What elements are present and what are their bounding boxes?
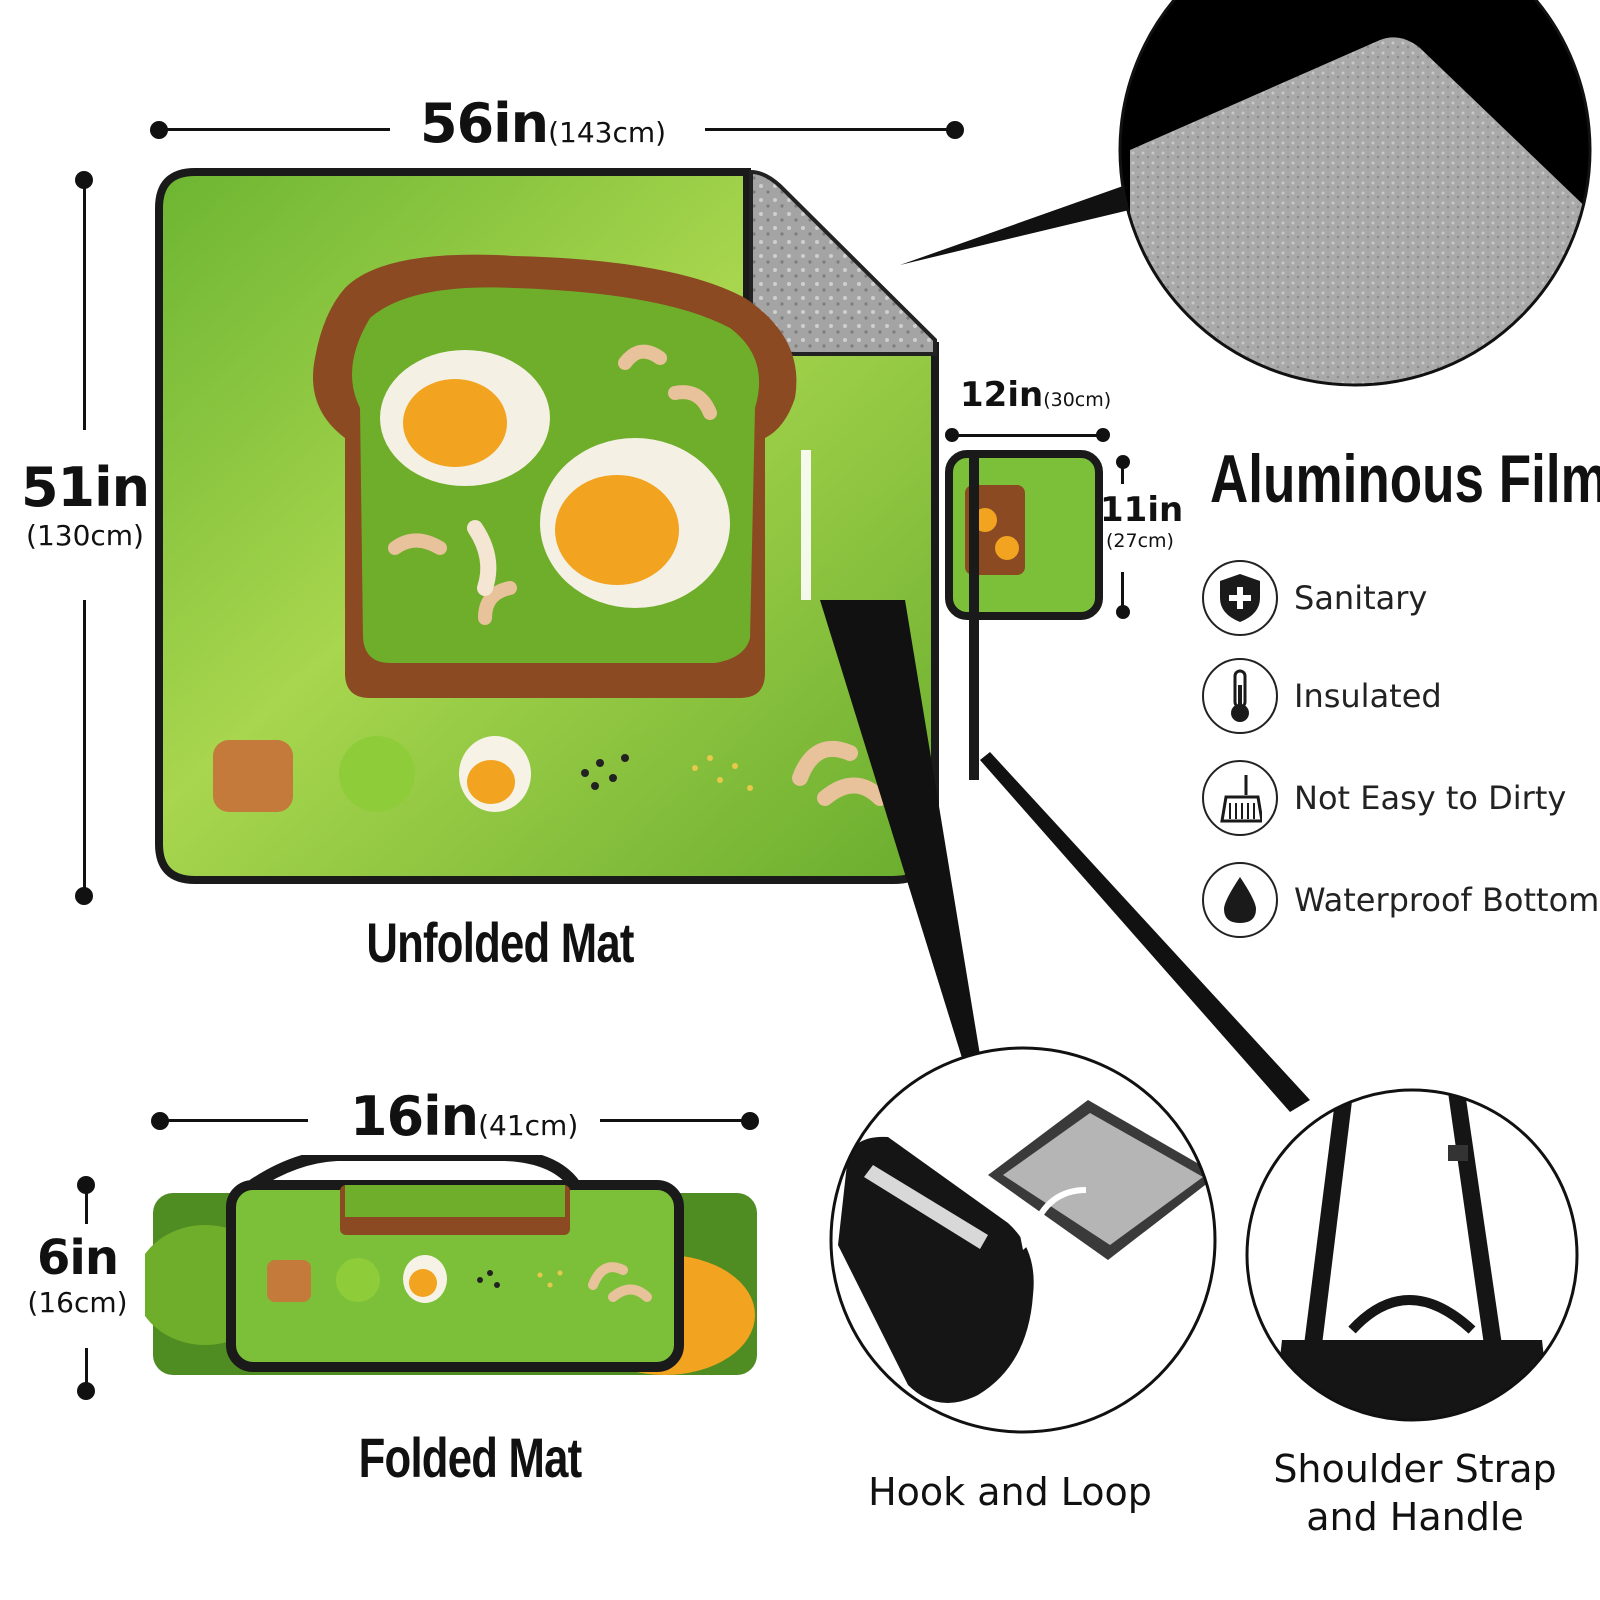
folded-height-end-dot: [77, 1382, 95, 1400]
aluminum-film-zoom: [900, 0, 1592, 387]
feature-label: Waterproof Bottom: [1294, 881, 1600, 919]
folded-width-line-right: [600, 1119, 750, 1122]
pocket-height-label: 11in (27cm): [1100, 490, 1184, 552]
height-dim-label: 51in (130cm): [0, 456, 170, 552]
toast-illustration: [313, 254, 797, 698]
folded-height-line-top: [85, 1184, 88, 1224]
folded-height-line-bottom: [85, 1348, 88, 1388]
broom-icon: [1202, 760, 1278, 836]
feature-label: Insulated: [1294, 677, 1442, 715]
folded-mat: [145, 1155, 757, 1375]
folded-height-in-text: 6in: [36, 1230, 119, 1286]
feature-not-easy-to-dirty: Not Easy to Dirty: [1202, 760, 1566, 836]
width-dim-line-right: [705, 128, 955, 131]
pocket-height-line-bottom: [1121, 572, 1124, 610]
folded-height-label: 6in (16cm): [0, 1230, 155, 1319]
width-dim-label: 56in(143cm): [420, 92, 666, 155]
features-title: Aluminous Film: [1210, 441, 1600, 517]
shield-plus-icon: [1202, 560, 1278, 636]
shoulder-strap-caption-line2: and Handle: [1306, 1495, 1524, 1539]
pocket-height-line-top: [1121, 462, 1124, 484]
pocket-height-cm-text: (27cm): [1106, 530, 1174, 552]
pocket-width-end-dot: [1096, 428, 1110, 442]
shoulder-strap-zoom: [1245, 1088, 1579, 1422]
feature-waterproof-bottom: Waterproof Bottom: [1202, 862, 1599, 938]
height-dim-line-top: [83, 180, 86, 430]
pocket-sleeve: [945, 450, 1103, 780]
pocket-width-cm-text: (30cm): [1043, 389, 1112, 411]
width-cm-text: (143cm): [548, 116, 667, 149]
height-cm-text: (130cm): [26, 519, 144, 552]
feature-insulated: Insulated: [1202, 658, 1442, 734]
height-dim-end-dot: [75, 887, 93, 905]
shoulder-strap-caption-line1: Shoulder Strap: [1273, 1447, 1557, 1491]
folded-width-label: 16in(41cm): [350, 1085, 578, 1148]
unfolded-mat: [155, 168, 939, 884]
width-in-text: 56in: [420, 92, 549, 155]
velcro-strip: [801, 450, 811, 600]
pocket-width-label: 12in(30cm): [960, 375, 1111, 415]
pocket-height-end-dot: [1116, 605, 1130, 619]
folded-width-in-text: 16in: [350, 1085, 479, 1148]
pocket-height-in-text: 11in: [1100, 490, 1184, 530]
width-dim-end-dot: [946, 121, 964, 139]
ingredient-row: [213, 736, 888, 812]
folded-width-cm-text: (41cm): [478, 1109, 579, 1142]
hook-and-loop-zoom: [829, 1046, 1217, 1434]
thermometer-icon: [1202, 658, 1278, 734]
pocket-width-in-text: 12in: [960, 375, 1044, 415]
height-in-text: 51in: [20, 456, 150, 519]
shoulder-strap-caption: Shoulder Strap and Handle: [1265, 1445, 1565, 1541]
folded-mat-caption: Folded Mat: [358, 1426, 582, 1489]
feature-sanitary: Sanitary: [1202, 560, 1427, 636]
pocket-width-line: [952, 434, 1102, 437]
water-drop-icon: [1202, 862, 1278, 938]
folded-width-end-dot: [741, 1112, 759, 1130]
feature-label: Not Easy to Dirty: [1294, 779, 1567, 817]
height-dim-line-bottom: [83, 600, 86, 890]
folded-height-cm-text: (16cm): [27, 1286, 128, 1319]
unfolded-mat-caption: Unfolded Mat: [366, 911, 634, 974]
folded-width-line-left: [158, 1119, 308, 1122]
width-dim-line-left: [158, 128, 390, 131]
hook-and-loop-caption: Hook and Loop: [868, 1470, 1152, 1514]
feature-label: Sanitary: [1294, 579, 1428, 617]
zoom-pointer: [900, 180, 1150, 265]
